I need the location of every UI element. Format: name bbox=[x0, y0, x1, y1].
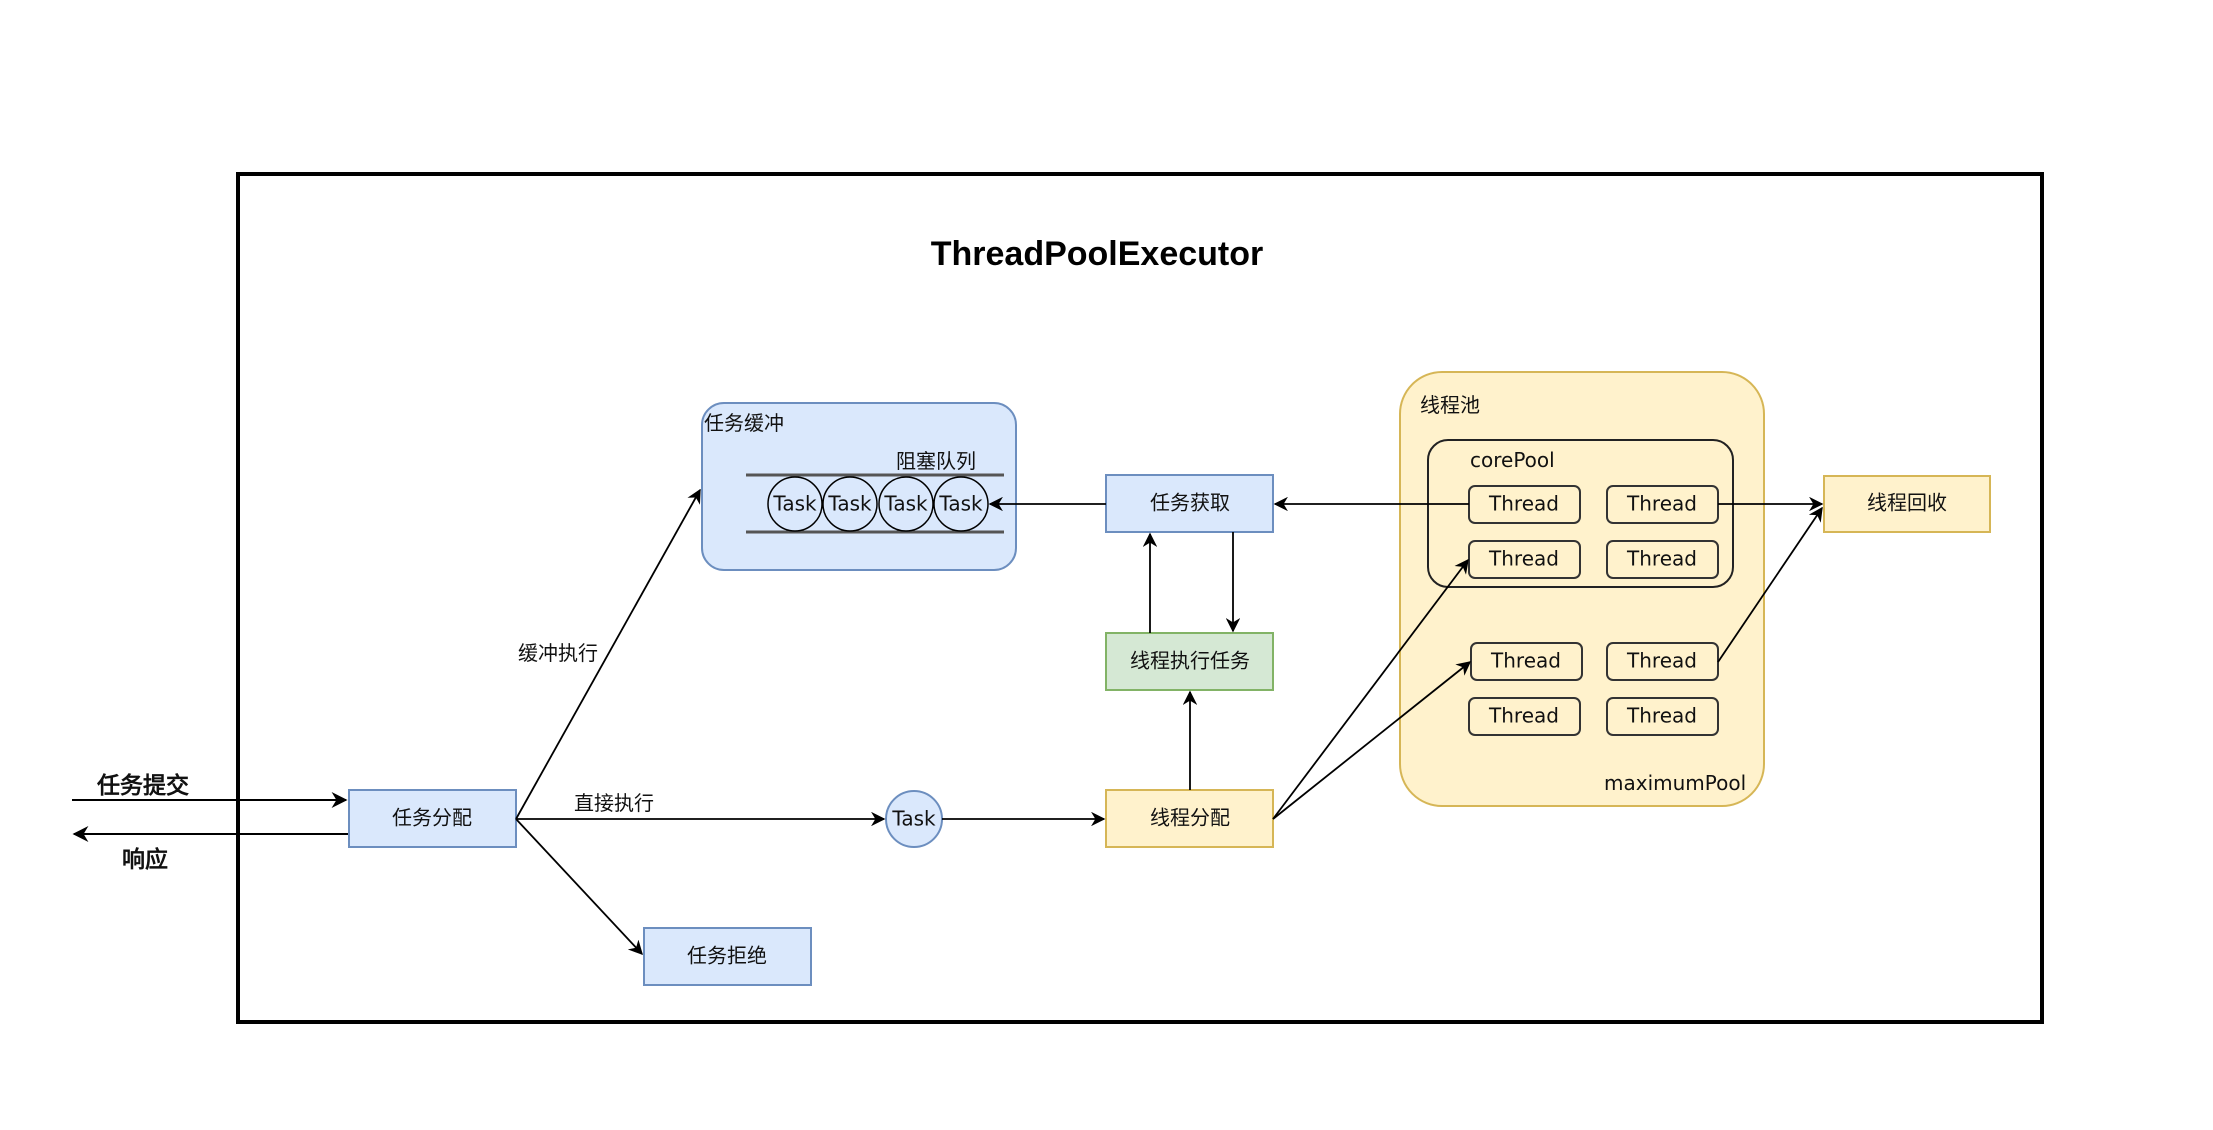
svg-text:Task: Task bbox=[891, 807, 936, 831]
svg-text:Task: Task bbox=[827, 492, 872, 516]
svg-text:Task: Task bbox=[883, 492, 928, 516]
svg-text:Thread: Thread bbox=[1626, 547, 1697, 571]
core-thread: Thread bbox=[1468, 540, 1581, 579]
queue-task: Task bbox=[878, 476, 934, 532]
task-fetch-node: 任务获取 bbox=[1105, 474, 1274, 533]
svg-text:Task: Task bbox=[938, 492, 983, 516]
edge-assign-to-core bbox=[1272, 558, 1469, 820]
executor-frame bbox=[236, 172, 2044, 1024]
maximum-pool-label: maximumPool bbox=[1604, 771, 1746, 795]
svg-text:线程分配: 线程分配 bbox=[1150, 806, 1230, 830]
task-buffer-group bbox=[701, 402, 1017, 571]
task-buffer-title: 任务缓冲 bbox=[704, 411, 784, 435]
svg-text:Thread: Thread bbox=[1490, 649, 1561, 673]
svg-text:任务获取: 任务获取 bbox=[1150, 491, 1230, 515]
submit-label: 任务提交 bbox=[96, 772, 189, 799]
queue-task: Task bbox=[933, 476, 989, 532]
svg-text:Thread: Thread bbox=[1626, 704, 1697, 728]
response-label: 响应 bbox=[122, 846, 168, 873]
extra-thread: Thread bbox=[1468, 697, 1581, 736]
svg-text:Thread: Thread bbox=[1488, 704, 1559, 728]
edge-buffer bbox=[515, 488, 701, 820]
blocking-queue-label: 阻塞队列 bbox=[896, 449, 976, 473]
direct-task-node: Task bbox=[885, 790, 943, 848]
svg-text:Thread: Thread bbox=[1488, 547, 1559, 571]
svg-text:Thread: Thread bbox=[1626, 649, 1697, 673]
task-reject-node: 任务拒绝 bbox=[643, 927, 812, 986]
diagram-title: ThreadPoolExecutor bbox=[931, 235, 1264, 273]
svg-text:Thread: Thread bbox=[1626, 492, 1697, 516]
core-pool-label: corePool bbox=[1470, 448, 1555, 472]
edge-buffer-label: 缓冲执行 bbox=[518, 641, 598, 665]
task-dispatch-node: 任务分配 bbox=[348, 789, 517, 848]
thread-pool-title: 线程池 bbox=[1420, 393, 1480, 417]
core-pool-group bbox=[1427, 439, 1734, 588]
svg-text:任务拒绝: 任务拒绝 bbox=[687, 944, 767, 968]
core-thread: Thread bbox=[1468, 485, 1581, 524]
thread-pool-group bbox=[1399, 371, 1765, 807]
svg-text:Thread: Thread bbox=[1488, 492, 1559, 516]
svg-text:线程回收: 线程回收 bbox=[1867, 491, 1947, 515]
edge-assign-to-extra bbox=[1272, 661, 1472, 820]
queue-task: Task bbox=[822, 476, 878, 532]
edge-reject bbox=[515, 818, 643, 956]
svg-text:Task: Task bbox=[772, 492, 817, 516]
thread-assign-node: 线程分配 bbox=[1105, 789, 1274, 848]
svg-text:任务分配: 任务分配 bbox=[392, 806, 472, 830]
edge-extra-to-recycle bbox=[1717, 506, 1823, 663]
core-thread: Thread bbox=[1606, 540, 1719, 579]
extra-thread: Thread bbox=[1606, 697, 1719, 736]
thread-recycle-node: 线程回收 bbox=[1823, 475, 1991, 533]
thread-execute-node: 线程执行任务 bbox=[1105, 632, 1274, 691]
edge-direct-label: 直接执行 bbox=[574, 791, 654, 815]
svg-text:线程执行任务: 线程执行任务 bbox=[1130, 649, 1250, 673]
queue-task: Task bbox=[767, 476, 823, 532]
